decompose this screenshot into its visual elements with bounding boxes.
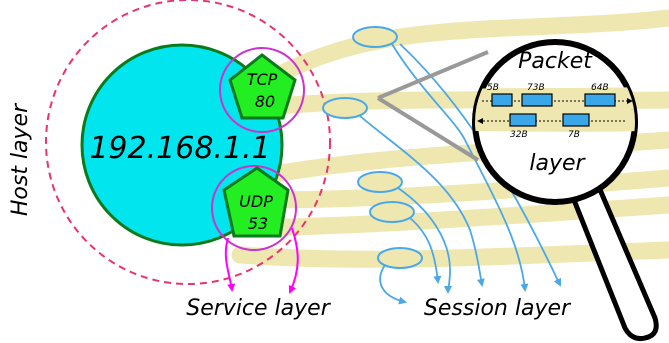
packet [509, 113, 537, 127]
session-arrow [409, 217, 442, 284]
packet-layer-subtitle: layer [529, 151, 586, 176]
service-layer-label: Service layer [186, 296, 331, 321]
packet-size-label: 7B [568, 130, 580, 140]
host-boundary [45, 0, 331, 285]
session-arrow [397, 187, 453, 294]
ip-address-label: 192.168.1.1 [89, 131, 270, 166]
packet [521, 93, 553, 107]
session-bands [231, 9, 669, 268]
packet-layer-title: Packet [518, 49, 593, 74]
packet-size-label: 32B [510, 130, 528, 140]
session-endpoint [377, 247, 423, 269]
packet-size-label: 64B [591, 83, 609, 93]
session-arrow [379, 264, 407, 305]
session-arrow [359, 115, 485, 287]
packet [491, 93, 513, 107]
udp-port-node [222, 166, 290, 238]
tcp-port-ring [219, 47, 305, 133]
session-endpoint [352, 26, 398, 48]
service-arrow [224, 237, 236, 292]
session-endpoint [357, 171, 403, 193]
service-arrows [224, 227, 299, 294]
service-arrow [288, 227, 299, 294]
session-arrow [391, 43, 529, 292]
packets [491, 93, 616, 127]
tcp-port-label: 80 [255, 92, 275, 111]
packet-size-label: 5B [487, 83, 499, 93]
session-endpoints [322, 26, 423, 269]
packet-size-label: 73B [527, 83, 545, 93]
packet [584, 93, 616, 107]
tcp-protocol-label: TCP [247, 70, 278, 89]
session-band [261, 9, 669, 89]
magnifier-handle [567, 177, 659, 341]
session-endpoint [369, 201, 415, 223]
magnifier-connector [376, 50, 489, 162]
udp-protocol-label: UDP [239, 192, 273, 211]
tcp-port-node [228, 53, 297, 120]
session-layer-label: Session layer [424, 296, 572, 321]
session-endpoint [322, 97, 368, 119]
udp-port-ring [211, 165, 297, 251]
host-layer-label: Host layer [8, 102, 33, 216]
packet [562, 113, 590, 127]
udp-port-label: 53 [248, 214, 268, 233]
session-arrows [359, 43, 562, 305]
